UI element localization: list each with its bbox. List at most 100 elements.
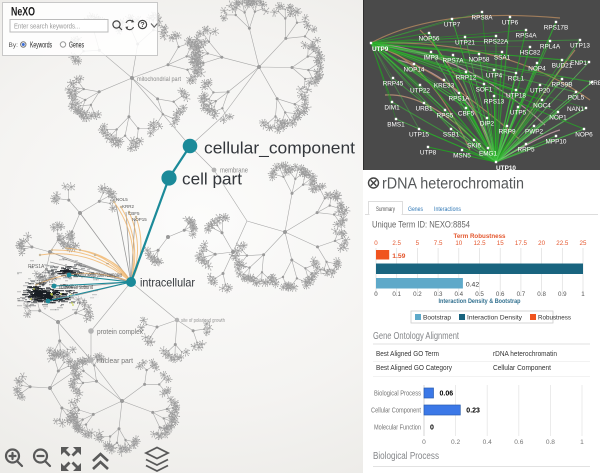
svg-text:site of polarized growth: site of polarized growth <box>181 318 225 324</box>
svg-text:SSA1: SSA1 <box>494 55 511 62</box>
svg-text:0.2: 0.2 <box>413 291 422 298</box>
svg-text:7.5: 7.5 <box>434 240 443 247</box>
svg-text:UTP6: UTP6 <box>502 20 519 27</box>
svg-text:BMS1: BMS1 <box>387 122 405 129</box>
svg-text:RCL1: RCL1 <box>508 76 525 83</box>
svg-text:0.9: 0.9 <box>558 291 567 298</box>
svg-text:RPS22A: RPS22A <box>484 39 509 46</box>
svg-text:Interaction Density & Bootstra: Interaction Density & Bootstrap <box>439 298 521 305</box>
svg-text:NOP4: NOP4 <box>528 66 546 73</box>
svg-text:cellular_component: cellular_component <box>204 139 355 158</box>
svg-text:ribosomal subunit: ribosomal subunit <box>59 285 93 291</box>
svg-text:0.7: 0.7 <box>517 291 526 298</box>
svg-text:Cellular Component: Cellular Component <box>493 365 551 372</box>
svg-text:URB1: URB1 <box>415 106 432 113</box>
svg-text:PWP2: PWP2 <box>525 129 544 136</box>
svg-text:0.23: 0.23 <box>466 408 480 415</box>
svg-text:RRP5: RRP5 <box>517 147 534 154</box>
svg-text:CBF5: CBF5 <box>458 111 475 118</box>
svg-text:NOP56: NOP56 <box>419 36 440 43</box>
svg-text:NeXO: NeXO <box>11 7 35 19</box>
svg-text:Best Aligned GO Term: Best Aligned GO Term <box>376 351 439 358</box>
svg-text:DIM1: DIM1 <box>384 105 400 112</box>
svg-text:2.5: 2.5 <box>392 240 401 247</box>
svg-text:0.1: 0.1 <box>392 291 401 298</box>
svg-text:SSB1: SSB1 <box>443 132 460 139</box>
svg-text:Interaction Density: Interaction Density <box>467 315 523 322</box>
svg-text:?: ? <box>140 22 144 29</box>
svg-text:RPS7A: RPS7A <box>443 58 465 65</box>
svg-text:Cellular Component: Cellular Component <box>371 406 421 415</box>
svg-text:RPS9B: RPS9B <box>552 82 573 89</box>
svg-text:Gene Ontology Alignment: Gene Ontology Alignment <box>373 331 459 342</box>
svg-text:membrane: membrane <box>220 168 248 175</box>
svg-text:Biological Process: Biological Process <box>373 451 439 462</box>
svg-text:mitochondrial part: mitochondrial part <box>137 76 181 83</box>
svg-text:0: 0 <box>422 439 426 446</box>
svg-text:0.3: 0.3 <box>434 291 443 298</box>
svg-text:22.5: 22.5 <box>556 240 569 247</box>
svg-text:RPS5: RPS5 <box>437 113 454 120</box>
svg-text:UTP9: UTP9 <box>372 46 389 53</box>
svg-text:UTP8: UTP8 <box>420 150 437 157</box>
svg-text:NOP14: NOP14 <box>404 67 425 74</box>
svg-text:Genes: Genes <box>69 40 84 49</box>
svg-text:0.4: 0.4 <box>483 439 492 446</box>
svg-text:BUD21: BUD21 <box>552 63 573 70</box>
svg-text:NOP1: NOP1 <box>549 115 567 122</box>
svg-text:UTP13: UTP13 <box>570 43 590 50</box>
svg-text:UTP15: UTP15 <box>409 132 429 139</box>
svg-text:POL5: POL5 <box>568 95 585 102</box>
svg-text:Molecular Function: Molecular Function <box>374 423 421 432</box>
svg-text:RPS8A: RPS8A <box>472 15 494 22</box>
svg-text:RPL4A: RPL4A <box>540 44 561 51</box>
svg-text:20: 20 <box>538 240 545 247</box>
svg-text:Enter search keywords...: Enter search keywords... <box>14 22 80 31</box>
svg-text:UTP5: UTP5 <box>510 110 527 117</box>
svg-text:HSC82: HSC82 <box>520 50 541 57</box>
svg-text:Interactions: Interactions <box>434 206 462 213</box>
svg-text:0: 0 <box>374 291 378 298</box>
svg-text:25: 25 <box>580 240 587 247</box>
svg-text:Unique Term ID: NEXO:8854: Unique Term ID: NEXO:8854 <box>372 220 470 230</box>
svg-text:17.5: 17.5 <box>515 240 528 247</box>
svg-text:RPS17B: RPS17B <box>544 25 569 32</box>
svg-text:SOF1: SOF1 <box>476 87 493 94</box>
svg-text:RRP9: RRP9 <box>498 129 515 136</box>
svg-text:UTP20: UTP20 <box>530 88 550 95</box>
svg-text:IMP3: IMP3 <box>424 55 439 62</box>
svg-text:MSN5: MSN5 <box>453 153 471 160</box>
svg-text:Bootstrap: Bootstrap <box>423 315 451 322</box>
svg-text:UTP4: UTP4 <box>486 73 503 80</box>
svg-text:10: 10 <box>455 240 462 247</box>
svg-text:RRP45: RRP45 <box>383 81 404 88</box>
svg-text:NOP6: NOP6 <box>575 132 593 139</box>
svg-text:RRP12: RRP12 <box>456 75 477 82</box>
svg-text:Summary: Summary <box>376 206 395 213</box>
svg-text:RPS4A: RPS4A <box>516 33 538 40</box>
svg-text:15: 15 <box>497 240 504 247</box>
svg-text:RPS13: RPS13 <box>484 99 505 106</box>
svg-text:0.42: 0.42 <box>466 282 479 289</box>
svg-text:5: 5 <box>416 240 420 247</box>
svg-text:nuclear part: nuclear part <box>97 356 134 365</box>
svg-text:1: 1 <box>581 291 585 298</box>
svg-text:rDNA heterochromatin: rDNA heterochromatin <box>382 176 524 193</box>
svg-text:EMG1: EMG1 <box>479 151 498 158</box>
svg-text:RPS1A: RPS1A <box>449 96 471 103</box>
svg-text:KRE: KRE <box>589 80 600 87</box>
svg-text:MPP10: MPP10 <box>546 139 567 146</box>
svg-text:By:: By: <box>9 42 19 49</box>
svg-text:KRR2: KRR2 <box>122 204 135 209</box>
svg-text:1: 1 <box>580 439 584 446</box>
svg-text:CBF5: CBF5 <box>128 211 140 216</box>
svg-text:intracellular: intracellular <box>140 276 195 290</box>
svg-text:0.2: 0.2 <box>451 439 460 446</box>
svg-text:UTP22: UTP22 <box>410 88 430 95</box>
svg-text:0.5: 0.5 <box>475 291 484 298</box>
svg-text:0.8: 0.8 <box>546 439 555 446</box>
svg-text:NOC4: NOC4 <box>533 103 551 110</box>
svg-text:ENP1: ENP1 <box>570 60 587 67</box>
svg-text:0: 0 <box>430 425 434 432</box>
svg-text:ribosomal subunit precursor: ribosomal subunit precursor <box>53 294 99 300</box>
